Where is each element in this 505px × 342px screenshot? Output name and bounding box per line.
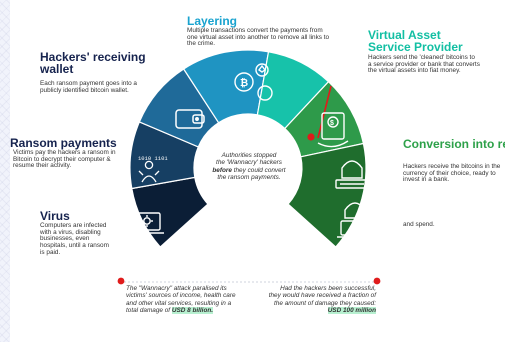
segment-virus (131, 176, 209, 248)
virus-title: Virus (40, 209, 70, 223)
left-marker (117, 277, 125, 285)
spend-text: and spend. (403, 221, 435, 228)
arc-inner-hole (194, 114, 302, 222)
layering-text: Multiple transactions convert the paymen… (187, 27, 330, 48)
left-note-highlight: USD 8 billion. (171, 307, 214, 315)
conversion-text: Hackers receive the bitcoins in the curr… (403, 163, 501, 184)
center-note-line2: the 'Wannacry' hackers (216, 159, 282, 167)
dollar-symbol-icon: $ (330, 120, 334, 127)
right-marker (373, 277, 381, 285)
right-note-highlight: USD 100 million (327, 307, 376, 315)
vasp-text: Hackers send the 'cleaned' bitcoins to a… (368, 54, 480, 75)
conversion-title: Conversion into regulated currency (403, 138, 505, 150)
virus-text: Computers are infected with a virus, dis… (40, 222, 109, 256)
center-note-line1: Authorities stopped (221, 152, 277, 159)
hacker-laptop-icon (337, 202, 367, 238)
left-note: The "Wannacry" attack paralised its vict… (126, 285, 242, 315)
hacker-cash-icon (335, 160, 369, 189)
vasp-title: Virtual Asset Service Provider (368, 28, 463, 54)
center-note-bold: before (212, 166, 232, 174)
bitcoin-symbol-icon: ₿ (240, 77, 248, 89)
layering-title: Layering (187, 14, 238, 28)
binary-digits-icon: 1010 1101 (138, 155, 168, 162)
ransom-text: Victims pay the hackers a ransom in Bitc… (13, 149, 116, 170)
wallet-text: Each ransom payment goes into a publicly… (40, 80, 137, 94)
laptop-virus-icon (130, 212, 164, 234)
wallet-icon (175, 109, 205, 129)
exchange-icon (317, 112, 349, 148)
ransom-title: Ransom payments (10, 136, 117, 150)
left-note-text: The "Wannacry" attack paralised its vict… (126, 285, 236, 315)
right-note: Had the hackers been successful, they wo… (268, 285, 376, 315)
crypto-coins-icon (234, 63, 273, 101)
stop-marker (307, 133, 315, 141)
stop-line (317, 85, 332, 139)
person-binary-icon (138, 160, 160, 183)
right-note-text: Had the hackers been successful, they wo… (268, 285, 376, 307)
center-note: Authorities stopped the 'Wannacry' hacke… (203, 152, 295, 181)
wallet-title: Hackers' receiving wallet (40, 50, 146, 76)
center-note-line3: they could convert (231, 166, 286, 174)
center-note-line4: the ransom payments. (217, 174, 281, 182)
